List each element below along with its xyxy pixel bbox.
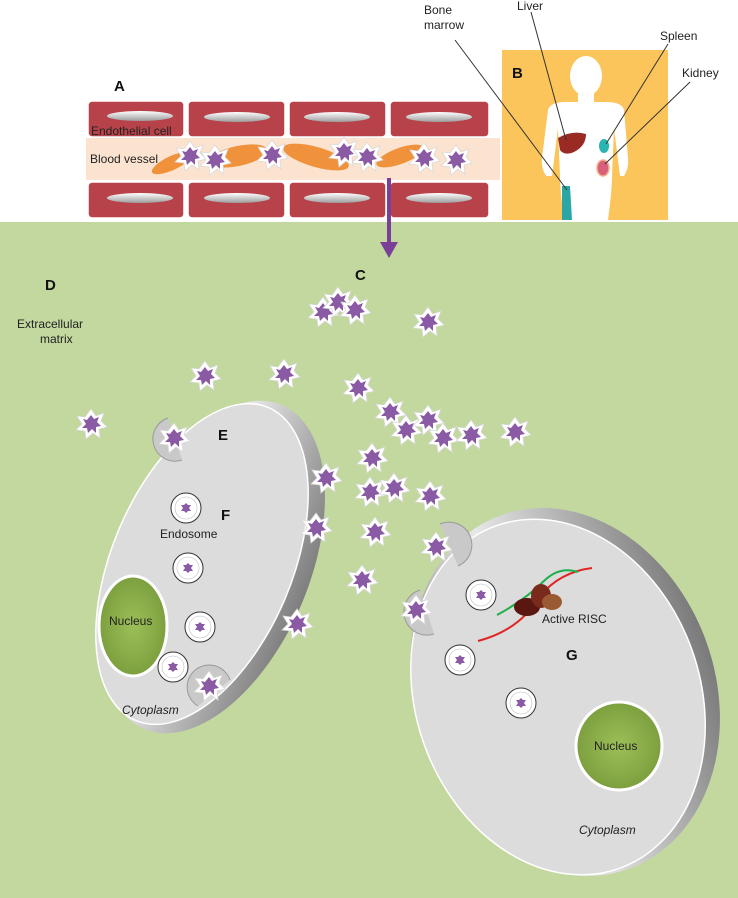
endosome	[184, 611, 216, 643]
endocytosis-pit	[439, 521, 473, 567]
kidney-label: Kidney	[682, 66, 719, 80]
body-organs-panel: Bone marrow Liver Spleen Kidney B	[424, 0, 719, 220]
endosome	[157, 651, 189, 683]
endosome-label: Endosome	[160, 527, 218, 541]
endothelial-nucleus	[107, 193, 173, 203]
left-nucleus-label: Nucleus	[109, 614, 152, 628]
active-risc-complex	[477, 567, 593, 642]
endothelial-cells-top	[87, 100, 490, 138]
endothelial-cells-bottom	[87, 181, 490, 219]
endosome	[465, 579, 497, 611]
panel-label-b: B	[512, 65, 523, 82]
endothelial-nucleus	[107, 111, 173, 121]
right-target-cell: Nucleus Active RISC G Cytoplasm	[400, 508, 720, 876]
risc-protein	[542, 594, 562, 610]
endothelial-nucleus	[304, 193, 370, 203]
endothelial-nucleus	[406, 112, 472, 122]
active-risc-label: Active RISC	[542, 612, 607, 626]
right-nucleus-label: Nucleus	[594, 739, 637, 753]
spleen-label: Spleen	[660, 29, 697, 43]
left-target-cell: Nucleus Endosome E F Cytoplasm	[95, 400, 325, 734]
endosome	[444, 644, 476, 676]
kidney-leader	[604, 81, 691, 165]
bone-marrow-organ	[562, 186, 572, 220]
panel-label-d: D	[45, 277, 56, 294]
endothelial-nucleus	[204, 193, 270, 203]
endosome	[172, 552, 204, 584]
blood-vessel-panel: Endothelial cell Blood vessel A	[86, 78, 500, 219]
panel-label-a: A	[114, 78, 125, 95]
bone-marrow-leader	[454, 39, 568, 191]
panel-label-f: F	[221, 507, 230, 524]
bone-marrow-label-line1: Bone	[424, 3, 452, 17]
endothelial-nucleus	[204, 112, 270, 122]
liver-leader	[530, 11, 567, 141]
guide-sirna-strand	[496, 569, 579, 616]
endothelial-cell-label: Endothelial cell	[91, 124, 172, 138]
right-cytoplasm-label: Cytoplasm	[579, 823, 636, 837]
panel-label-c: C	[355, 267, 366, 284]
bone-marrow-label: Bone marrow	[424, 3, 464, 32]
left-nucleus	[97, 574, 169, 678]
extracellular-matrix-line1: Extracellular	[17, 317, 83, 331]
panel-label-g: G	[566, 647, 578, 664]
blood-vessel-label: Blood vessel	[90, 152, 158, 166]
panel-label-e: E	[218, 427, 228, 444]
extracellular-matrix-line2: matrix	[40, 332, 73, 346]
liver-label: Liver	[517, 0, 543, 13]
right-nucleus	[574, 700, 664, 792]
kidney-organ	[596, 159, 610, 177]
endothelial-nucleus	[304, 112, 370, 122]
endosome	[170, 492, 202, 524]
spleen-leader	[605, 43, 669, 145]
bone-marrow-label-line2: marrow	[424, 18, 464, 32]
left-cytoplasm-label: Cytoplasm	[122, 703, 179, 717]
extracellular-matrix-label: Extracellular matrix	[17, 317, 86, 346]
endothelial-nucleus	[406, 193, 472, 203]
endosome	[505, 687, 537, 719]
red-blood-cell	[283, 143, 349, 171]
extravasation-arrow	[380, 178, 398, 258]
